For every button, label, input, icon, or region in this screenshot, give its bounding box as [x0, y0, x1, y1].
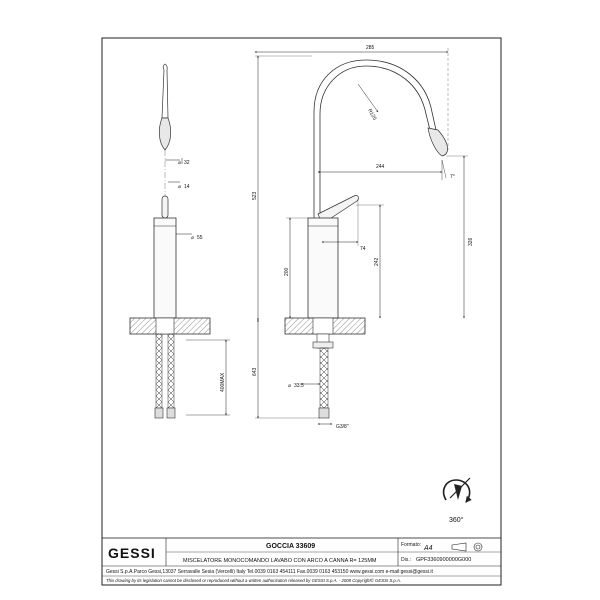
dim-643: 643 [252, 367, 258, 376]
dim-32: 32 [184, 160, 190, 166]
front-body [307, 217, 339, 319]
dim-14: 14 [184, 184, 190, 190]
side-hose-left [155, 333, 163, 409]
product-description: MISCELATORE MONOCOMANDO LAVABO CON ARCO … [183, 558, 377, 564]
dim-326: 326 [468, 237, 474, 246]
diameter-symbol-14: ⌀ [178, 184, 181, 190]
gessi-logo: GESSI [108, 545, 156, 561]
dim-200: 200 [284, 267, 290, 276]
dis-label: Dis.: [401, 557, 411, 563]
rotation-360-icon: 360° [442, 477, 472, 524]
rotation-label: 360° [449, 516, 464, 524]
dim-r125: R125 [366, 108, 377, 122]
dim-7deg: 7° [450, 174, 455, 180]
dim-74: 74 [360, 246, 366, 252]
side-lever [161, 195, 169, 219]
front-spout-arch [313, 59, 437, 218]
company-address: Gessi S.p.A.Parco Gessi,13037 Serravalle… [106, 569, 434, 575]
side-spout-drop [158, 117, 172, 151]
title-block: GESSI GOCCIA 33609 MISCELATORE MONOCOMAN… [101, 537, 502, 586]
dim-55: 55 [197, 235, 203, 241]
formato-value: A4 [423, 545, 433, 552]
dim-244: 244 [376, 164, 385, 170]
product-name: GOCCIA 33609 [266, 543, 315, 550]
dim-33-5: 33.5 [294, 383, 304, 389]
front-spout-drop [427, 127, 448, 157]
side-view: 32 ⌀ ⌀ 14 ⌀ 55 400MAX [129, 63, 230, 419]
front-hose [319, 347, 329, 409]
dim-400max: 400MAX [220, 372, 226, 392]
dim-thread: G3/8" [336, 424, 349, 430]
diameter-symbol-33: ⌀ [288, 383, 291, 389]
dim-242: 242 [374, 257, 380, 266]
diameter-symbol-55: ⌀ [191, 235, 194, 241]
side-hose-right [167, 333, 175, 409]
dim-523: 523 [252, 191, 258, 200]
dim-285: 285 [366, 45, 375, 51]
dis-value: GPF3360900000G000 [416, 557, 471, 563]
front-lever [317, 195, 359, 225]
side-body [153, 217, 177, 319]
diameter-symbol-32: ⌀ [178, 160, 181, 166]
formato-label: Formato: [401, 542, 421, 548]
copyright-notice: This drawing by its legislation cannot b… [106, 578, 401, 583]
projection-symbol-icon [451, 542, 483, 552]
front-view: 285 R125 244 7° 523 326 74 242 200 643 [252, 45, 474, 430]
